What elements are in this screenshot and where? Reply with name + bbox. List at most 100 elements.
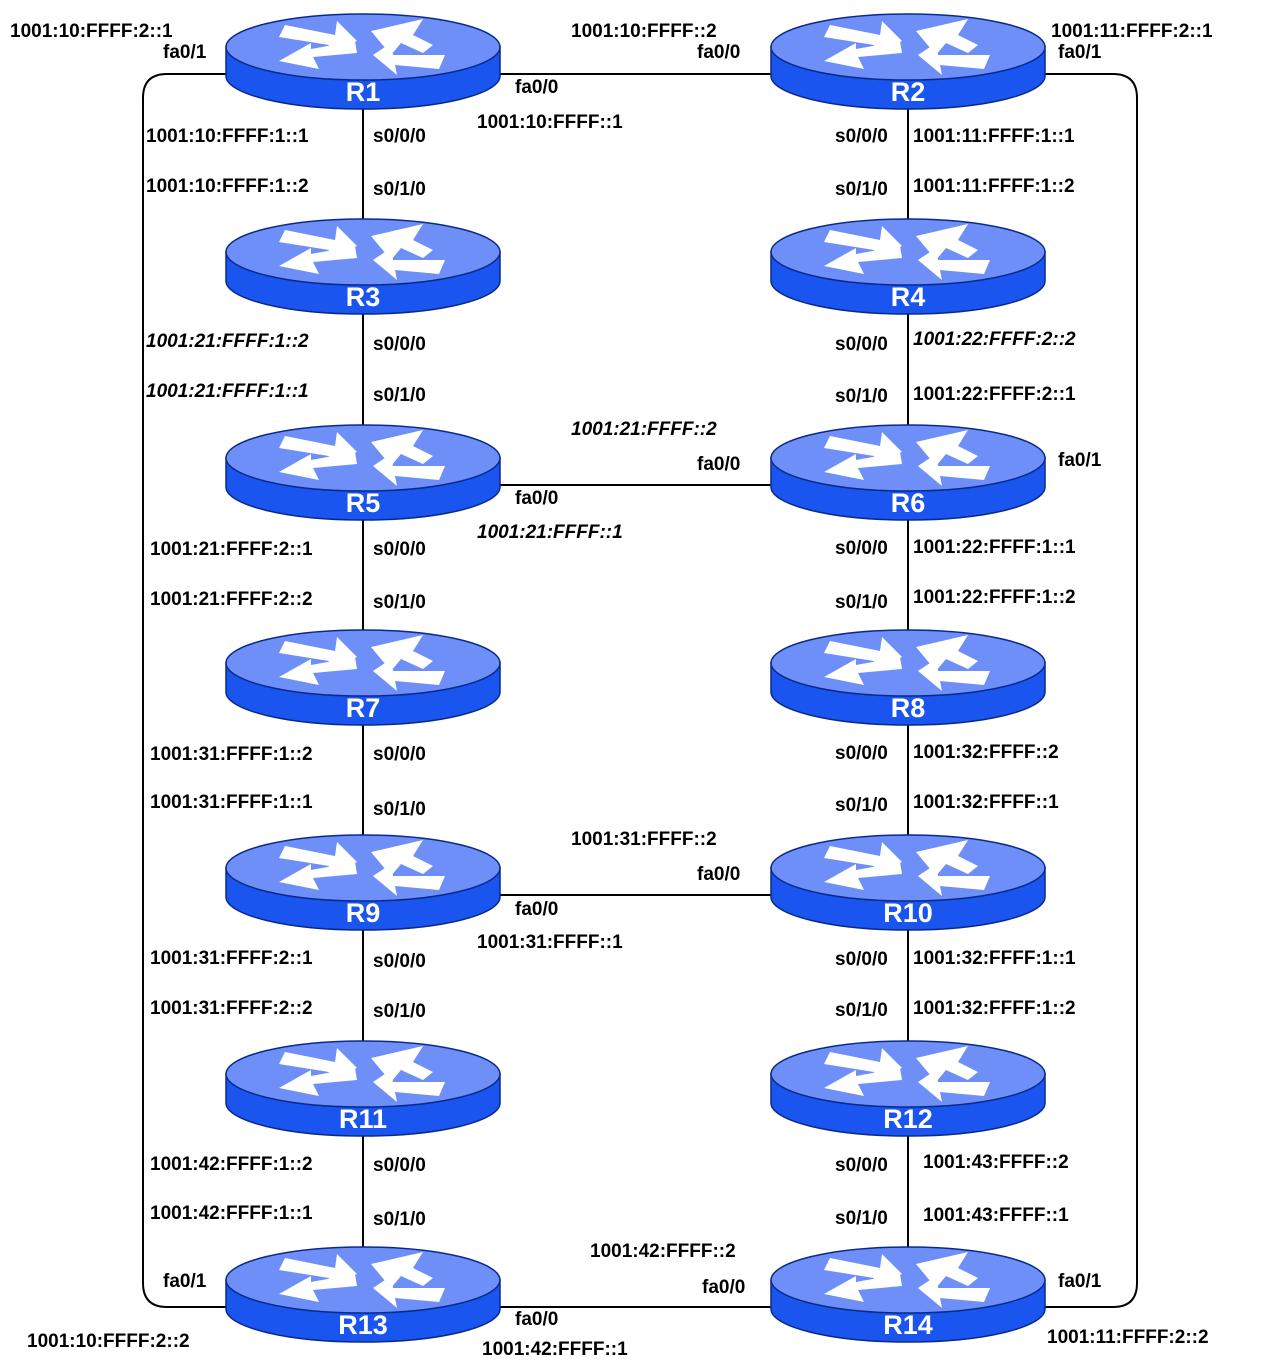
router-top [225,13,501,81]
router-r3-label: R3 [346,282,381,312]
r8-s000-address: 1001:32:FFFF::2 [913,742,1059,763]
router-r14[interactable]: R14 [770,1246,1046,1343]
r13-fa01-address: 1001:10:FFFF:2::2 [27,1331,190,1352]
router-r11[interactable]: R11 [225,1040,501,1137]
router-top [770,13,1046,81]
router-top [225,834,501,902]
router-r8-label: R8 [891,693,926,723]
r4-s010-interface: s0/1/0 [835,179,888,200]
router-r3[interactable]: R3 [225,218,501,315]
router-r4[interactable]: R4 [770,218,1046,315]
r2-s000-address: 1001:11:FFFF:1::1 [913,126,1075,147]
router-r14-label: R14 [883,1310,933,1340]
r11-s010-interface: s0/1/0 [373,1001,426,1022]
r10-s010-interface: s0/1/0 [835,795,888,816]
router-r2-label: R2 [891,77,926,107]
r1-s000-address: 1001:10:FFFF:1::1 [146,126,309,147]
router-r1[interactable]: R1 [225,13,501,110]
r10-s000-interface: s0/0/0 [835,949,888,970]
r4-s000-address: 1001:22:FFFF:2::2 [913,329,1076,350]
r10-s010-address: 1001:32:FFFF::1 [913,792,1059,813]
router-top [225,1040,501,1108]
router-r10[interactable]: R10 [770,834,1046,931]
r2-fa01-address: 1001:11:FFFF:2::1 [1051,21,1213,42]
r6-fa00-interface: fa0/0 [697,454,741,475]
router-arrows-icon [824,635,990,691]
router-r6-label: R6 [891,488,926,518]
r10-fa00-address: 1001:31:FFFF::2 [571,829,717,850]
r5-s010-address: 1001:21:FFFF:1::1 [146,381,309,402]
r8-s010-address: 1001:22:FFFF:1::2 [913,587,1076,608]
r14-fa00-interface: fa0/0 [702,1277,746,1298]
r6-fa01-interface: fa0/1 [1058,450,1102,471]
r1-fa01-interface: fa0/1 [163,42,207,63]
router-r13[interactable]: R13 [225,1246,501,1343]
r1-s000-interface: s0/0/0 [373,126,426,147]
router-r7[interactable]: R7 [225,629,501,726]
r6-s000-interface: s0/0/0 [835,538,888,559]
r5-fa00-interface: fa0/0 [515,488,559,509]
router-arrows-icon [824,430,990,486]
router-top [225,1246,501,1314]
router-top [770,1246,1046,1314]
router-r12-label: R12 [883,1104,933,1134]
r9-s000-interface: s0/0/0 [373,951,426,972]
router-r4-label: R4 [891,282,926,312]
r14-fa00-address: 1001:42:FFFF::2 [590,1241,736,1262]
r11-s010-address: 1001:31:FFFF:2::2 [150,998,313,1019]
r14-fa01-address: 1001:11:FFFF:2::2 [1047,1327,1209,1348]
r7-s000-address: 1001:31:FFFF:1::2 [150,744,313,765]
r13-fa00-interface: fa0/0 [515,1309,559,1330]
router-arrows-icon [824,840,990,896]
r4-s010-address: 1001:11:FFFF:1::2 [913,176,1075,197]
link-r2-r14 [1045,73,1138,1308]
router-top [770,834,1046,902]
router-r12[interactable]: R12 [770,1040,1046,1137]
r13-s010-interface: s0/1/0 [373,1209,426,1230]
router-r5[interactable]: R5 [225,424,501,521]
router-r6[interactable]: R6 [770,424,1046,521]
r13-fa01-interface: fa0/1 [163,1271,207,1292]
r6-fa00-address: 1001:21:FFFF::2 [571,419,717,440]
router-r2[interactable]: R2 [770,13,1046,110]
router-top [770,218,1046,286]
r10-fa00-interface: fa0/0 [697,864,741,885]
r1-fa00-address: 1001:10:FFFF::1 [477,112,623,133]
router-arrows-icon [279,1252,445,1308]
r14-s010-interface: s0/1/0 [835,1208,888,1229]
router-arrows-icon [279,840,445,896]
r9-fa00-address: 1001:31:FFFF::1 [477,932,623,953]
router-r9[interactable]: R9 [225,834,501,931]
r8-s000-interface: s0/0/0 [835,743,888,764]
router-top [770,424,1046,492]
r12-s000-interface: s0/0/0 [835,1155,888,1176]
r7-s010-address: 1001:21:FFFF:2::2 [150,589,313,610]
r2-fa00-interface: fa0/0 [697,42,741,63]
router-arrows-icon [824,1252,990,1308]
router-top [770,1040,1046,1108]
r3-s010-address: 1001:10:FFFF:1::2 [146,176,309,197]
router-r10-label: R10 [883,898,933,928]
r12-s010-interface: s0/1/0 [835,1000,888,1021]
r3-s010-interface: s0/1/0 [373,179,426,200]
r4-s000-interface: s0/0/0 [835,334,888,355]
r6-s010-interface: s0/1/0 [835,386,888,407]
r2-fa00-address: 1001:10:FFFF::2 [571,21,717,42]
router-arrows-icon [824,19,990,75]
r2-fa01-interface: fa0/1 [1058,42,1102,63]
router-r11-label: R11 [339,1104,387,1134]
links-layer [142,73,1138,1308]
router-r7-label: R7 [346,693,381,723]
r9-s010-address: 1001:31:FFFF:1::1 [150,792,313,813]
router-arrows-icon [824,224,990,280]
router-r8[interactable]: R8 [770,629,1046,726]
router-top [225,629,501,697]
r13-s010-address: 1001:42:FFFF:1::1 [150,1203,313,1224]
router-r5-label: R5 [346,488,381,518]
r11-s000-interface: s0/0/0 [373,1155,426,1176]
r8-s010-interface: s0/1/0 [835,592,888,613]
link-r1-r13 [142,73,226,1308]
r12-s010-address: 1001:32:FFFF:1::2 [913,998,1076,1019]
r14-fa01-interface: fa0/1 [1058,1271,1102,1292]
